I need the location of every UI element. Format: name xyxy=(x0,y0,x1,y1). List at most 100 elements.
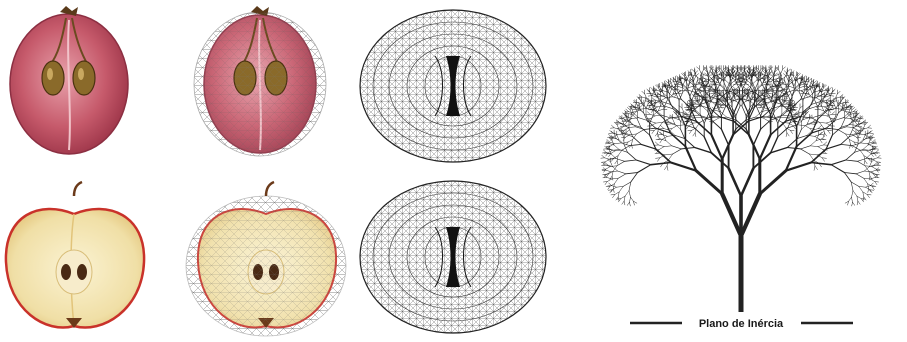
tree-branch xyxy=(617,161,625,166)
tree-branch xyxy=(843,118,850,119)
tree-branch xyxy=(872,186,874,189)
tree-branch xyxy=(615,161,617,164)
tree-branch xyxy=(827,98,830,101)
tree-branch xyxy=(832,114,836,115)
tree-branch xyxy=(846,160,858,161)
tree-branch xyxy=(823,150,827,151)
tree-branch xyxy=(657,136,660,139)
tree-branch xyxy=(610,166,617,167)
tree-branch xyxy=(753,129,760,145)
tree-branch xyxy=(686,81,688,86)
tree-branch xyxy=(611,171,618,172)
tree-branch xyxy=(717,71,720,74)
tree-branch xyxy=(781,69,783,74)
tree-branch xyxy=(664,166,667,170)
tree-branch xyxy=(631,197,634,201)
tree-branch xyxy=(841,137,850,145)
tree-branch xyxy=(863,145,868,149)
tree-branch xyxy=(666,119,669,122)
apple-stem-icon xyxy=(74,182,82,196)
tree-branch xyxy=(652,130,654,133)
tree-branch xyxy=(695,133,696,137)
tree-branch xyxy=(760,171,786,194)
tree-branch xyxy=(818,145,824,147)
tree-branch xyxy=(606,153,608,156)
tree-branch xyxy=(642,91,645,94)
tree-branch xyxy=(859,116,862,119)
tree-branch xyxy=(818,126,821,129)
tree-branch xyxy=(694,117,702,118)
tree-branch xyxy=(811,89,813,94)
tree-branch xyxy=(603,150,606,153)
grape-seed-right xyxy=(73,61,95,95)
tree-branch xyxy=(787,148,800,149)
tree-branch xyxy=(670,89,672,94)
tree-branch xyxy=(857,201,858,205)
tree-branch xyxy=(616,197,618,200)
tree-branch xyxy=(613,189,614,193)
tree-branch xyxy=(822,158,826,159)
tree-branch xyxy=(868,142,873,144)
tree-branch xyxy=(679,112,685,126)
tree-branch xyxy=(660,139,663,143)
tree-caption: Plano de Inércia xyxy=(699,318,784,330)
tree-branch xyxy=(604,169,606,172)
tree-branch xyxy=(696,106,703,107)
tree-branch xyxy=(663,109,667,110)
tree-branch xyxy=(709,67,712,70)
tree-branch xyxy=(814,81,817,84)
tree-branch xyxy=(852,107,855,110)
tree-branch xyxy=(693,101,696,104)
tree-branch xyxy=(721,129,728,145)
tree-branch xyxy=(639,94,642,97)
apple-photo-panel xyxy=(6,182,144,328)
tree-branch xyxy=(801,149,810,154)
tree-branch xyxy=(786,133,787,137)
tree-branch xyxy=(695,71,698,74)
tree-branch xyxy=(801,124,807,129)
tree-branch xyxy=(612,176,613,180)
tree-branch xyxy=(831,160,846,165)
tree-branch xyxy=(747,80,752,85)
tree-branch xyxy=(754,71,757,74)
tree-branch xyxy=(655,142,658,145)
tree-branch xyxy=(853,130,856,133)
tree-branch xyxy=(773,93,776,96)
tree-branch xyxy=(844,173,851,183)
tree-branch xyxy=(614,145,619,149)
tree-branch xyxy=(649,107,652,110)
tree-branch xyxy=(852,191,854,198)
tree-branch xyxy=(818,129,823,130)
tree-branch xyxy=(611,151,615,154)
tree-branch xyxy=(630,197,631,202)
apple-mesh-panel xyxy=(186,182,346,336)
tree-branch xyxy=(741,168,753,196)
tree-branch xyxy=(875,182,877,185)
tree-branch xyxy=(828,130,830,133)
tree-branch xyxy=(853,109,856,112)
tree-branch xyxy=(763,118,768,121)
tree-branch xyxy=(809,92,814,97)
tree-branch xyxy=(851,145,853,148)
grape-mesh-panel xyxy=(194,6,326,156)
tree-branch xyxy=(666,81,669,84)
tree-branch xyxy=(655,111,664,119)
apple-cross-section xyxy=(6,182,144,328)
tree-branch xyxy=(864,161,865,165)
tree-branch xyxy=(629,182,631,191)
tree-branch xyxy=(620,116,623,119)
fractal-tree-panel: Plano de Inércia xyxy=(601,66,881,331)
tree-branch xyxy=(822,92,825,95)
tree-branch xyxy=(610,142,615,144)
tree-branch xyxy=(613,195,615,198)
tree-branch xyxy=(823,153,827,154)
tree-branch xyxy=(625,191,629,196)
fractal-tree xyxy=(601,66,881,313)
tree-branch xyxy=(874,153,876,156)
tree-branch xyxy=(801,146,811,149)
tree-branch xyxy=(615,143,622,144)
tree-branch xyxy=(768,85,771,88)
tree-branch xyxy=(626,125,633,126)
tree-branch xyxy=(820,139,823,143)
